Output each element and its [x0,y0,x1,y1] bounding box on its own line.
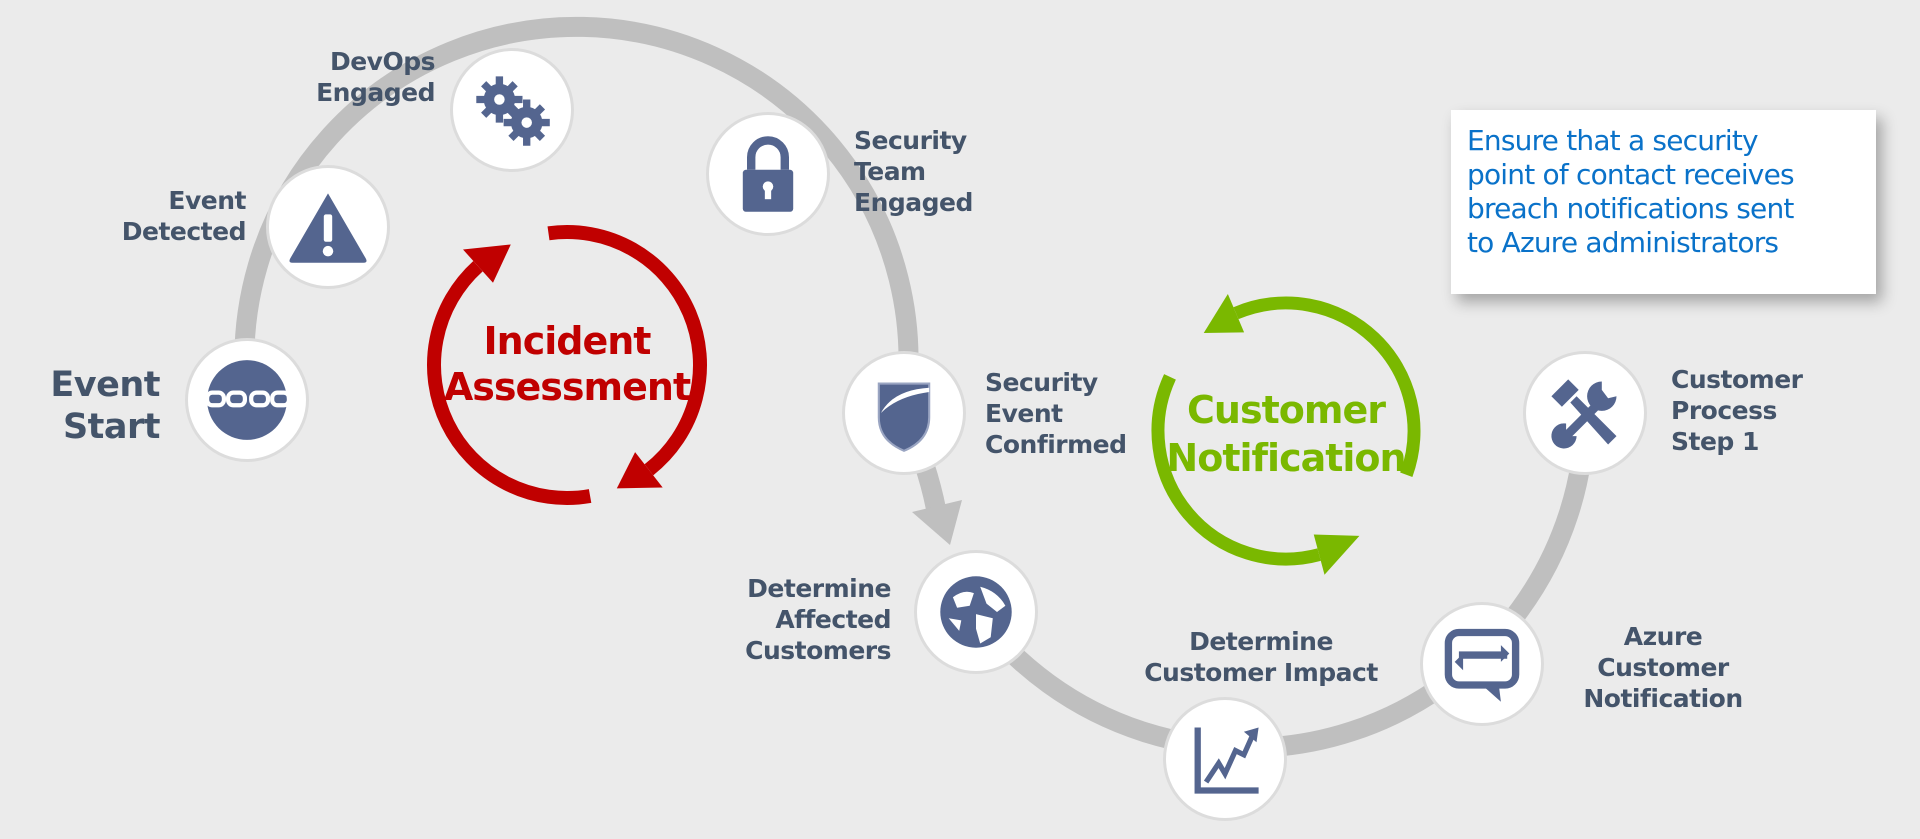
step-determine-customer-impact[interactable] [1163,697,1287,821]
customer-notification-title: Customer Notification [1146,386,1426,482]
label-security-team-engaged: Security Team Engaged [854,125,973,218]
step-azure-customer-notification[interactable] [1420,602,1544,726]
label-line: Event [50,365,160,405]
incident-cycle-arc [427,260,592,505]
warning-icon [289,193,367,263]
lock-icon [742,136,794,212]
label-line: Customer [1671,365,1803,394]
label-customer-process-step-1: Customer Process Step 1 [1671,364,1803,457]
label-line: Security [985,368,1098,397]
incident-title-line: Incident [483,319,652,363]
label-line: Security [854,126,967,155]
notification-title-line: Notification [1166,436,1406,480]
incident-title-line: Assessment [443,365,691,409]
label-devops-engaged: DevOps Engaged [316,46,435,108]
label-event-start: Event Start [50,364,160,448]
label-line: Determine [1189,627,1333,656]
label-line: Notification [1583,684,1743,713]
label-line: Affected [775,605,891,634]
notification-cycle-arc [1233,296,1421,477]
label-line: Azure [1623,622,1703,651]
step-determine-affected-customers[interactable] [914,550,1038,674]
message-icon [1444,628,1520,702]
incident-cycle-arrowhead [463,244,511,283]
label-line: Detected [121,217,247,246]
step-customer-process-step-1[interactable] [1523,351,1647,475]
label-line: Event [985,399,1063,428]
label-line: Process [1671,396,1777,425]
tools-icon [1551,379,1617,449]
flow-path-arrowhead [912,500,962,545]
incident-cycle-arrowhead [616,452,663,489]
label-line: Step 1 [1671,427,1759,456]
callout-box: Ensure that a security point of contact … [1451,110,1876,294]
label-line: DevOps [329,47,436,76]
notification-cycle-arrowhead [1203,294,1245,333]
globe-icon [940,576,1012,648]
notification-title-line: Customer [1187,388,1386,432]
label-determine-customer-impact: Determine Customer Impact [1111,626,1411,688]
label-line: Engaged [854,188,973,217]
label-line: Team [854,157,926,186]
notification-cycle-arc [1151,374,1321,566]
label-line: Customers [745,636,891,665]
label-line: Confirmed [985,430,1127,459]
broken-chain-icon [205,360,289,440]
label-line: Event [168,186,246,215]
label-event-detected: Event Detected [121,185,247,247]
shield-icon [877,382,931,452]
label-line: Determine [747,574,891,603]
step-event-detected[interactable] [266,165,390,289]
chart-icon [1194,727,1259,794]
label-security-event-confirmed: Security Event Confirmed [985,367,1127,460]
notification-cycle-arrowhead [1313,534,1360,575]
step-security-event-confirmed[interactable] [842,351,966,475]
step-event-start[interactable] [185,338,309,462]
label-line: Engaged [316,78,435,107]
step-devops-engaged[interactable] [450,48,574,172]
label-determine-affected-customers: Determine Affected Customers [745,573,891,666]
label-line: Start [62,407,161,447]
incident-cycle-arc [547,225,707,476]
step-security-team-engaged[interactable] [706,112,830,236]
label-azure-customer-notification: Azure Customer Notification [1538,621,1788,714]
label-line: Customer [1597,653,1729,682]
gears-icon [476,76,550,146]
callout-line: breach notifications sent [1467,192,1794,225]
callout-line: point of contact receives [1467,158,1795,191]
callout-line: to Azure administrators [1467,226,1779,259]
incident-assessment-title: Incident Assessment [437,318,697,410]
callout-line: Ensure that a security [1467,124,1759,157]
flow-path-notification [967,412,1595,758]
label-line: Customer Impact [1144,658,1378,687]
